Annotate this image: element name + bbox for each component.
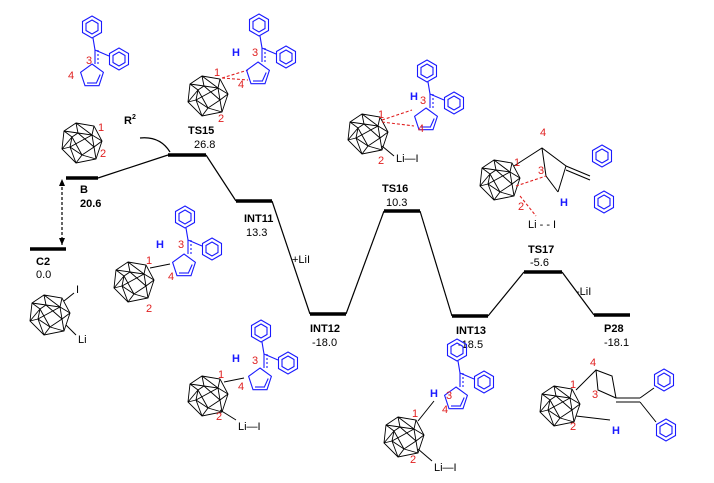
label-c2-name: C2 [36,256,50,268]
atom-number-2: 2 [518,201,524,213]
atom-hydrogen: H [156,239,164,251]
structure-fulvene: 3 4 [68,16,129,87]
label-int11-name: INT11 [244,213,273,225]
label-int12-name: INT12 [310,323,340,335]
connector-int11-int12 [271,200,311,315]
atom-li-i: Li—I [396,153,419,165]
label-c2-energy: 0.0 [36,269,51,281]
label-ts15-energy: 26.8 [194,139,215,151]
connector-int12-ts16 [345,210,385,315]
atom-lithium: Li [78,334,87,346]
label-ts16-name: TS16 [382,183,408,195]
atom-number-1: 1 [146,255,152,267]
atom-number-2: 2 [570,421,576,433]
structure-ts17: H 1 2 3 4 Li - - I [479,127,615,231]
atom-number-3: 3 [420,95,426,107]
atom-number-1: 1 [570,379,576,391]
atom-number-3: 3 [446,390,452,402]
connector-ts15-int11 [205,154,237,202]
atom-number-2: 2 [378,155,384,167]
label-int13-energy: -18.5 [458,339,483,351]
arrowhead-up [59,179,65,186]
label-ts15-name: TS15 [188,125,214,137]
structure-int12: H 1 2 3 4 Li—I [187,320,298,433]
label-int12-energy: -18.0 [312,337,337,349]
atom-li-i: Li—I [434,462,457,474]
r2-superscript: 2 [132,114,136,121]
connector-int13-ts17 [487,271,525,317]
label-p28-name: P28 [604,323,624,335]
atom-li-dash-i: Li - - I [528,219,556,231]
label-add-lii: +LiI [292,254,310,266]
label-b-energy: 20.6 [80,198,101,210]
structure-ts15: H 1 2 3 4 [187,14,296,125]
atom-number-2: 2 [216,411,222,423]
atom-number-1: 1 [514,157,520,169]
label-ts17-energy: -5.6 [530,257,549,269]
structure-ts16: H 1 2 3 4 Li—I [347,60,464,167]
label-r2: R2 [124,114,136,127]
structure-p28: H 1 2 3 4 [539,357,677,442]
atom-number-1: 1 [218,369,224,381]
atom-number-2: 2 [410,454,416,466]
connector-ts16-int13 [419,210,453,317]
r2-approach-arc [139,137,171,153]
label-ts16-energy: 10.3 [386,197,407,209]
level-labels: C2 0.0 B 20.6 TS15 26.8 INT11 13.3 INT12… [36,114,629,351]
atom-hydrogen: H [560,197,568,209]
atom-number-1: 1 [378,109,384,121]
atom-number-4: 4 [238,381,244,393]
atom-number-4: 4 [590,357,596,369]
structure-b: 1 2 [61,122,106,164]
atom-hydrogen: H [430,388,438,400]
atom-number-3: 3 [252,47,258,59]
atom-number-3: 3 [86,55,92,67]
atom-hydrogen: H [232,353,240,365]
atom-number-4: 4 [540,127,546,139]
atom-number-2: 2 [100,148,106,160]
r2-letter: R [124,115,132,127]
atom-number-3: 3 [592,389,598,401]
atom-number-1: 1 [412,408,418,420]
connector-ts17-p28 [561,271,595,316]
atom-number-3: 3 [178,239,184,251]
atom-number-4: 4 [442,404,448,416]
connector-b-ts15 [97,154,169,179]
energy-levels [30,153,630,318]
label-int13-name: INT13 [456,325,486,337]
structure-int13: H 1 2 3 4 Li—I [383,339,494,474]
atom-number-3: 3 [538,165,544,177]
structure-c2: I Li [29,284,87,346]
label-ts17-name: TS17 [528,244,554,256]
label-p28-energy: -18.1 [604,337,629,349]
atom-number-1: 1 [214,67,220,79]
atom-number-4: 4 [238,79,244,91]
atom-hydrogen: H [232,47,240,59]
atom-iodine: I [76,284,79,296]
label-b-name: B [80,184,88,196]
structure-int11: H 1 2 3 4 [113,206,222,315]
atom-number-4: 4 [168,271,174,283]
level-connectors [59,137,595,317]
atom-hydrogen: H [612,425,620,437]
label-int11-energy: 13.3 [246,227,267,239]
atom-li-i: Li—I [238,421,261,433]
atom-number-2: 2 [146,303,152,315]
atom-number-1: 1 [98,122,104,134]
atom-number-4: 4 [418,123,424,135]
atom-number-3: 3 [252,355,258,367]
arrowhead-down [59,238,65,245]
atom-number-2: 2 [218,113,224,125]
atom-hydrogen: H [410,91,418,103]
label-remove-lii: -LiI [576,286,591,298]
atom-number-4: 4 [68,70,74,82]
